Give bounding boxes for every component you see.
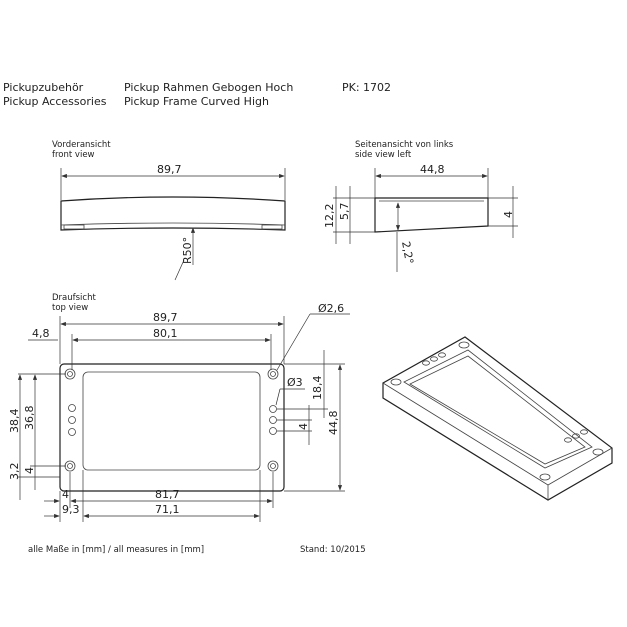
- top-height-dim: 44,8: [327, 411, 340, 436]
- side-view-label-en: side view left: [355, 150, 412, 160]
- category-en: Pickup Accessories: [3, 95, 107, 108]
- units-note: alle Maße in [mm] / all measures in [mm]: [28, 545, 204, 555]
- bottom-width-dim: 81,7: [155, 488, 180, 501]
- front-view: Vorderansicht front view 89,7 R50°: [52, 140, 286, 281]
- height-low-dim: 5,7: [338, 203, 351, 221]
- part-number: PK: 1702: [342, 81, 391, 94]
- hole-offset-dim: 4,8: [32, 327, 50, 340]
- bottom-offset-b-dim: 4: [23, 467, 36, 474]
- product-en: Pickup Frame Curved High: [124, 95, 269, 108]
- front-view-label-de: Vorderansicht: [52, 140, 111, 150]
- top-view-label-de: Draufsicht: [52, 293, 96, 303]
- small-hole-diameter-dim: Ø3: [287, 376, 303, 389]
- side-view-label-de: Seitenansicht von links: [355, 140, 454, 150]
- top-view-label-en: top view: [52, 303, 88, 313]
- bottom-offset-a-dim: 3,2: [8, 463, 21, 481]
- isometric-view: [382, 336, 613, 501]
- front-width-dim: 89,7: [157, 163, 182, 176]
- side-view: Seitenansicht von links side view left 4…: [323, 140, 518, 272]
- hole-diameter-dim: Ø2,6: [318, 302, 344, 315]
- product-de: Pickup Rahmen Gebogen Hoch: [124, 81, 293, 94]
- top-width-dim: 89,7: [153, 311, 178, 324]
- height-total-dim: 12,2: [323, 204, 336, 229]
- height-right-dim: 4: [502, 211, 515, 218]
- small-hole-offset-dim: 18,4: [311, 376, 324, 401]
- front-view-body: [60, 196, 286, 231]
- title-block: Pickupzubehör Pickup Accessories Pickup …: [3, 81, 391, 108]
- category-de: Pickupzubehör: [3, 81, 84, 94]
- left-height-outer-dim: 38,4: [8, 409, 21, 434]
- angle-dim: 2,2°: [399, 240, 416, 265]
- revision-date: Stand: 10/2015: [300, 545, 366, 555]
- window-width-dim: 71,1: [155, 503, 180, 516]
- left-height-inner-dim: 36,8: [23, 406, 36, 431]
- window-offset-dim: 9,3: [62, 503, 80, 516]
- small-hole-pitch-dim: 4: [297, 423, 310, 430]
- radius-dim: R50°: [181, 237, 194, 264]
- side-width-dim: 44,8: [420, 163, 445, 176]
- top-view: Draufsicht top view 89,7 80,1 4,8 Ø2,6 Ø…: [8, 293, 350, 522]
- hole-spacing-dim: 80,1: [153, 327, 178, 340]
- bottom-offset-c-dim: 4: [62, 488, 69, 501]
- front-view-label-en: front view: [52, 150, 95, 160]
